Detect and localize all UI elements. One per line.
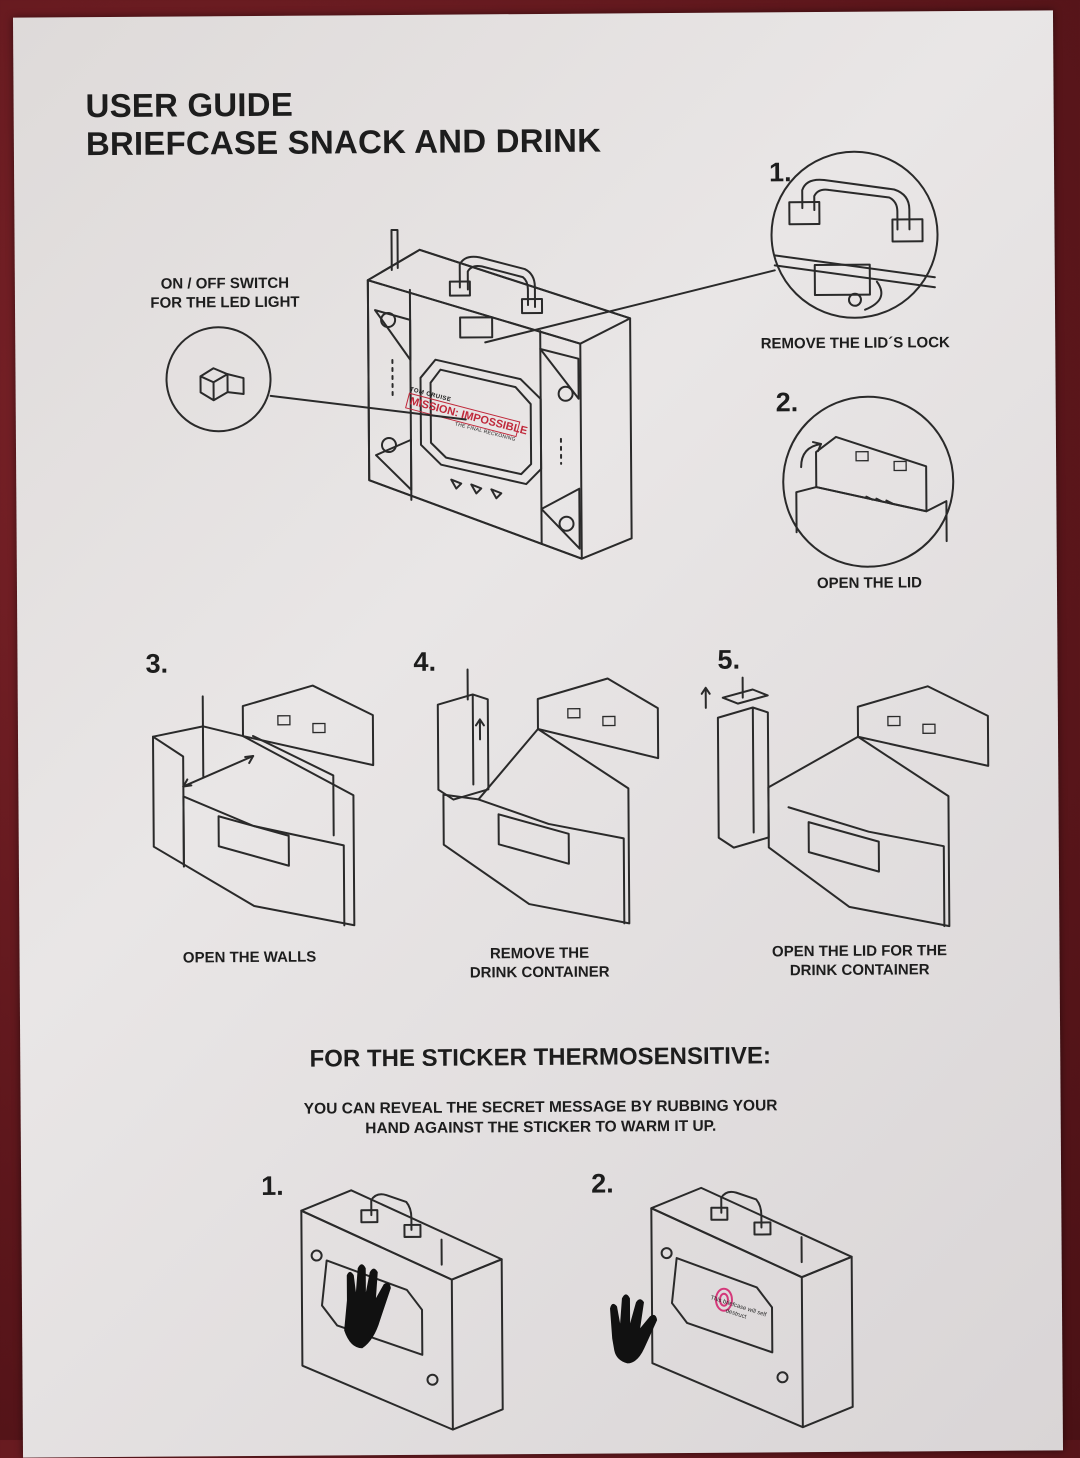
- step-4-illustration: [436, 668, 660, 925]
- step-5-label: OPEN THE LID FOR THE DRINK CONTAINER: [739, 941, 979, 981]
- sticker-step-1-illustration: [300, 1189, 504, 1431]
- switch-detail-illustration: [165, 326, 467, 433]
- sticker-step-1-number: 1.: [261, 1170, 284, 1201]
- title-line-1: USER GUIDE: [85, 85, 294, 125]
- step-5-number: 5.: [717, 644, 741, 675]
- step-3-label: OPEN THE WALLS: [182, 948, 317, 967]
- step-1-illustration: [484, 150, 939, 344]
- step-3-number: 3.: [145, 648, 169, 679]
- step-4-label: REMOVE THE DRINK CONTAINER: [429, 943, 649, 983]
- switch-label-line-2: FOR THE LED LIGHT: [150, 293, 300, 312]
- sticker-step-2-illustration: [610, 1186, 854, 1429]
- switch-label-line-1: ON / OFF SWITCH: [160, 274, 290, 293]
- sticker-instructions: YOU CAN REVEAL THE SECRET MESSAGE BY RUB…: [221, 1096, 861, 1140]
- instruction-sheet: USER GUIDE BRIEFCASE SNACK AND DRINK: [12, 10, 1064, 1458]
- step-2-label: OPEN THE LID: [816, 574, 923, 593]
- step-3-illustration: [152, 684, 375, 927]
- sticker-heading: FOR THE STICKER THERMOSENSITIVE:: [309, 1042, 772, 1073]
- step-5-label-line-2: DRINK CONTAINER: [789, 961, 930, 980]
- switch-label: ON / OFF SWITCH FOR THE LED LIGHT: [135, 274, 315, 313]
- step-4-label-line-1: REMOVE THE: [489, 944, 590, 963]
- step-2-illustration: [782, 395, 955, 568]
- step-1-label: REMOVE THE LID´S LOCK: [760, 334, 950, 353]
- title-line-2: BRIEFCASE SNACK AND DRINK: [85, 121, 602, 163]
- page-title: USER GUIDE BRIEFCASE SNACK AND DRINK: [85, 84, 601, 164]
- step-5-label-line-1: OPEN THE LID FOR THE: [771, 942, 948, 961]
- step-5-illustration: [700, 676, 990, 928]
- step-4-label-line-2: DRINK CONTAINER: [469, 963, 610, 982]
- main-briefcase-illustration: [366, 228, 633, 560]
